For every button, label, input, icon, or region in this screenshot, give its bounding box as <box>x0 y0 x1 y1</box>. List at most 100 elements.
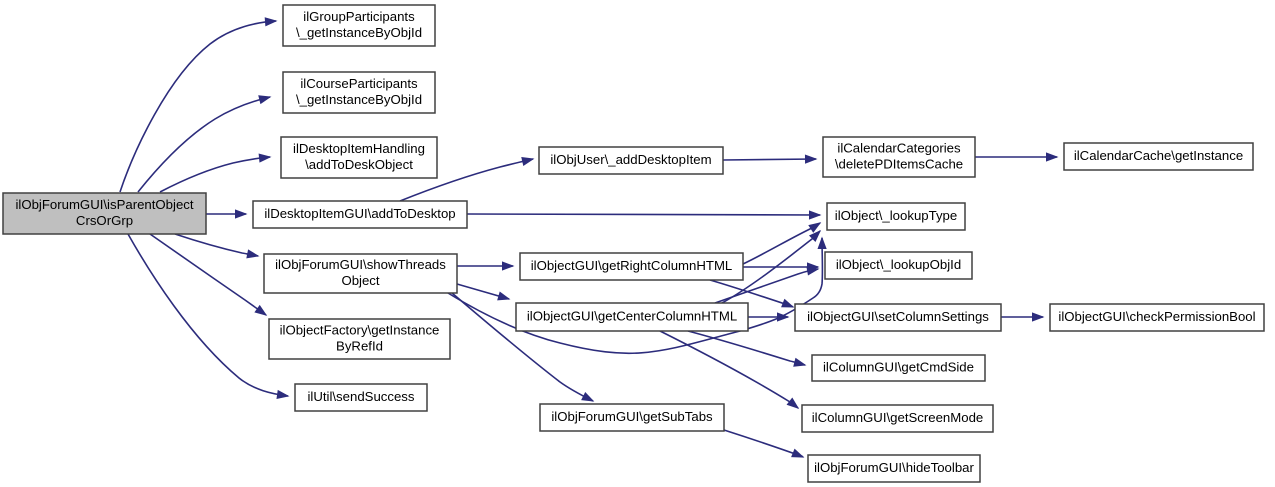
edge-arrowhead <box>808 222 822 233</box>
edge-arrowhead <box>793 357 807 367</box>
node-label: ByRefId <box>336 338 383 353</box>
node-label: ilObjForumGUI\showThreads <box>275 257 446 272</box>
node-label: ilObjectGUI\getRightColumnHTML <box>531 258 733 273</box>
node-label: ilObjectGUI\setColumnSettings <box>807 309 989 324</box>
edge-set-column-settings-to-check-permission-bool <box>1001 312 1045 322</box>
node-desktop-item-gui[interactable]: ilDesktopItemGUI\addToDesktop <box>252 200 468 229</box>
edge-line <box>723 429 804 458</box>
edge-line <box>687 330 806 366</box>
node-label: ilObjForumGUI\hideToolbar <box>814 460 974 475</box>
edge-line <box>159 156 271 193</box>
node-set-column-settings[interactable]: ilObjectGUI\setColumnSettings <box>794 303 1002 332</box>
edge-line <box>137 96 271 193</box>
node-label: \deletePDItemsCache <box>835 156 963 171</box>
node-label: ilCalendarCache\getInstance <box>1074 148 1243 163</box>
node-label: ilCalendarCategories <box>837 140 961 155</box>
edge-arrowhead <box>806 266 820 276</box>
edge-root-to-util-send-success <box>127 233 290 400</box>
node-box[interactable] <box>294 383 428 412</box>
node-get-center-column-html[interactable]: ilObjectGUI\getCenterColumnHTML <box>515 302 749 332</box>
node-calendar-categories[interactable]: ilCalendarCategories\deletePDItemsCache <box>822 136 976 178</box>
edge-get-center-column-html-to-set-column-settings <box>748 312 790 322</box>
node-get-right-column-html[interactable]: ilObjectGUI\getRightColumnHTML <box>519 252 744 281</box>
edge-arrowhead <box>276 389 290 400</box>
edge-get-center-column-html-to-get-cmd-side <box>687 330 807 367</box>
edge-arrowhead <box>1046 152 1059 162</box>
node-box[interactable] <box>282 4 436 47</box>
edge-desktop-item-gui-to-obj-user-add-desktop-item <box>399 156 535 202</box>
node-check-permission-bool[interactable]: ilObjectGUI\checkPermissionBool <box>1049 303 1265 332</box>
edge-root-to-desktop-item-handling <box>159 153 272 193</box>
node-lookup-type[interactable]: ilObject\_lookupType <box>826 202 966 231</box>
edge-line <box>466 213 821 216</box>
edge-arrowhead <box>791 448 805 458</box>
node-box[interactable] <box>824 251 973 280</box>
node-box[interactable] <box>2 192 207 235</box>
node-label: ilObject\_lookupType <box>835 208 957 223</box>
edge-get-center-column-html-to-get-screen-mode <box>659 330 800 409</box>
node-box[interactable] <box>282 71 436 114</box>
node-box[interactable] <box>807 454 981 483</box>
edge-calendar-categories-to-calendar-cache <box>975 152 1059 162</box>
node-label: ilDesktopItemGUI\addToDesktop <box>264 206 455 221</box>
edge-arrowhead <box>1032 312 1045 322</box>
edge-line <box>149 233 267 316</box>
edge-arrowhead <box>781 298 795 308</box>
edge-line <box>742 222 821 265</box>
edge-arrowhead <box>235 209 248 219</box>
node-get-cmd-side[interactable]: ilColumnGUI\getCmdSide <box>811 354 986 382</box>
node-label: ilUtil\sendSuccess <box>307 389 414 404</box>
node-hide-toolbar[interactable]: ilObjForumGUI\hideToolbar <box>807 454 981 483</box>
node-group-participants[interactable]: ilGroupParticipants\_getInstanceByObjId <box>282 4 436 47</box>
node-lookup-obj-id[interactable]: ilObject\_lookupObjId <box>824 251 973 280</box>
edge-arrowhead <box>786 397 800 409</box>
node-label: ilObjectFactory\getInstance <box>280 322 440 337</box>
node-get-screen-mode[interactable]: ilColumnGUI\getScreenMode <box>801 404 994 433</box>
node-box[interactable] <box>280 136 438 179</box>
edge-get-center-column-html-to-lookup-type <box>721 229 822 304</box>
edge-arrowhead <box>497 291 511 301</box>
node-label: ilColumnGUI\getCmdSide <box>823 359 974 374</box>
node-box[interactable] <box>1063 142 1254 171</box>
node-course-participants[interactable]: ilCourseParticipants\_getInstanceByObjId <box>282 71 436 114</box>
edge-line <box>174 233 259 257</box>
edge-arrowhead <box>264 17 278 27</box>
node-box[interactable] <box>539 403 725 432</box>
node-box[interactable] <box>538 146 724 175</box>
node-box[interactable] <box>252 200 468 229</box>
edge-arrowhead <box>246 249 260 259</box>
edge-arrowhead <box>521 156 535 166</box>
node-box[interactable] <box>801 404 994 433</box>
node-box[interactable] <box>811 354 986 382</box>
edge-arrowhead <box>254 304 268 316</box>
edge-root-to-desktop-item-gui <box>206 209 248 219</box>
node-label: ilObjectGUI\getCenterColumnHTML <box>527 308 737 323</box>
node-box[interactable] <box>822 136 976 178</box>
edge-get-sub-tabs-to-hide-toolbar <box>723 429 805 458</box>
node-obj-user-add-desktop-item[interactable]: ilObjUser\_addDesktopItem <box>538 146 724 175</box>
node-box[interactable] <box>826 202 966 231</box>
node-box[interactable] <box>519 252 744 281</box>
node-label: ilCourseParticipants <box>300 76 418 91</box>
node-box[interactable] <box>515 302 749 332</box>
node-util-send-success[interactable]: ilUtil\sendSuccess <box>294 383 428 412</box>
node-label: \addToDeskObject <box>305 157 413 172</box>
node-calendar-cache[interactable]: ilCalendarCache\getInstance <box>1063 142 1254 171</box>
node-get-sub-tabs[interactable]: ilObjForumGUI\getSubTabs <box>539 403 725 432</box>
edge-show-threads-object-to-get-right-column-html <box>457 261 515 271</box>
node-box[interactable] <box>1049 303 1265 332</box>
node-label: ilObject\_lookupObjId <box>836 257 961 272</box>
node-label: ilObjUser\_addDesktopItem <box>550 152 711 167</box>
node-label: \_getInstanceByObjId <box>296 25 422 40</box>
edge-get-center-column-html-to-lookup-obj-id <box>714 266 820 304</box>
node-label: CrsOrGrp <box>76 213 133 228</box>
node-box[interactable] <box>794 303 1002 332</box>
node-box[interactable] <box>268 318 451 360</box>
node-desktop-item-handling[interactable]: ilDesktopItemHandling\addToDeskObject <box>280 136 438 179</box>
node-label: ilObjectGUI\checkPermissionBool <box>1058 309 1255 324</box>
node-box[interactable] <box>263 253 458 294</box>
